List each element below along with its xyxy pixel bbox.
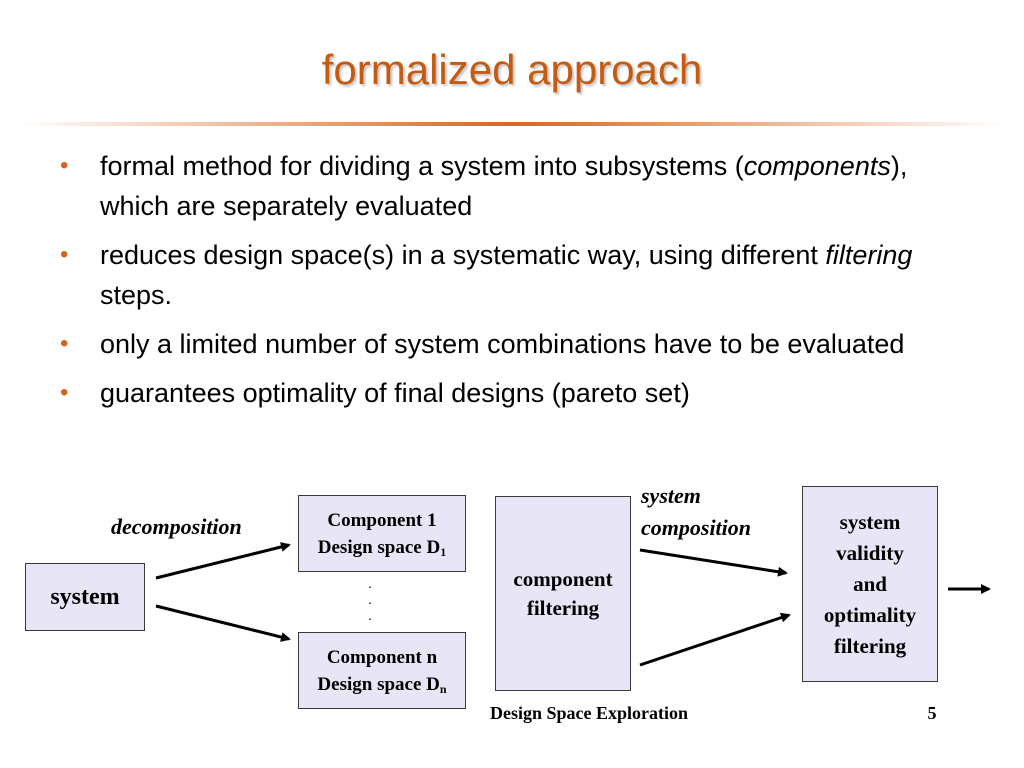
- arrow-system-to-component1: [155, 542, 291, 580]
- page-number: 5: [927, 703, 937, 723]
- footer-title: Design Space Exploration: [490, 703, 689, 723]
- component1-box: Component 1 Design space D1: [298, 495, 466, 572]
- componentn-box: Component n Design space Dn: [298, 632, 466, 709]
- bullet-dot-icon: •: [60, 330, 69, 357]
- title-divider: [20, 122, 1004, 126]
- bullet-item: • guarantees optimality of final designs…: [60, 373, 920, 413]
- bullet-text: only a limited number of system combinat…: [100, 329, 905, 359]
- arrow-filtering-to-validity-bottom: [639, 612, 791, 667]
- system-composition-label: system composition: [641, 483, 752, 540]
- component-filtering-box: component filtering: [495, 496, 631, 691]
- bullet-dot-icon: •: [60, 241, 69, 268]
- bullet-item: • reduces design space(s) in a systemati…: [60, 235, 920, 315]
- componentn-text: Component n Design space Dn: [317, 646, 447, 696]
- slide-title: formalized approach: [321, 46, 703, 93]
- decomposition-label: decomposition: [111, 514, 242, 539]
- component-filtering-text: component filtering: [513, 566, 613, 620]
- bullet-text: guarantees optimality of final designs (…: [100, 378, 690, 408]
- bullet-emphasis: filtering: [825, 240, 913, 270]
- bullet-dot-icon: •: [60, 379, 69, 406]
- arrow-filtering-to-validity-top: [639, 548, 788, 577]
- bullet-list: • formal method for dividing a system in…: [60, 146, 920, 422]
- bullet-item: • formal method for dividing a system in…: [60, 146, 920, 226]
- validity-optimality-box: system validity and optimality filtering: [802, 486, 938, 682]
- vertical-ellipsis: · · ·: [367, 578, 373, 626]
- bullet-text: reduces design space(s) in a systematic …: [100, 240, 913, 310]
- validity-optimality-text: system validity and optimality filtering: [823, 509, 917, 658]
- bullet-dot-icon: •: [60, 152, 69, 179]
- component1-text: Component 1 Design space D1: [317, 509, 447, 559]
- system-box: system: [25, 563, 145, 631]
- bullet-item: • only a limited number of system combin…: [60, 324, 920, 364]
- bullet-text: formal method for dividing a system into…: [100, 151, 908, 221]
- bullet-emphasis: components: [743, 151, 891, 181]
- arrow-system-to-componentn: [155, 604, 291, 642]
